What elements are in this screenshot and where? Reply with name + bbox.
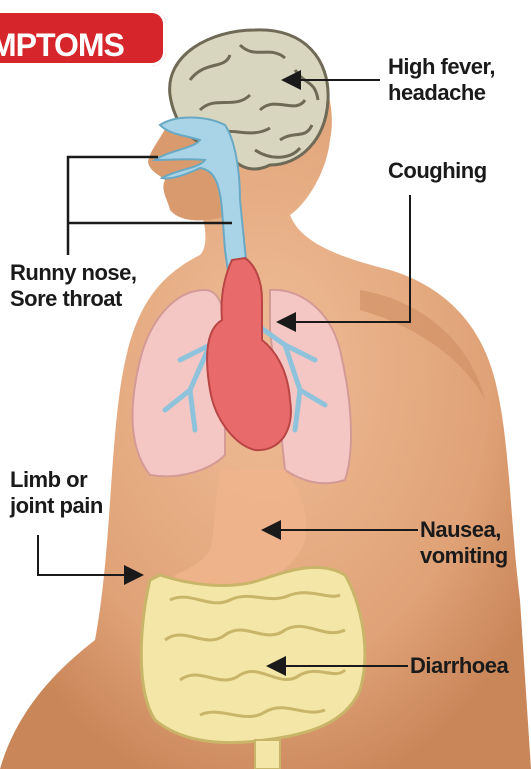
label-line: Coughing <box>388 158 487 184</box>
label-line: vomiting <box>420 543 508 569</box>
banner-title: MPTOMS <box>0 28 150 62</box>
label-line: High fever, <box>388 54 495 80</box>
label-coughing: Coughing <box>388 158 487 184</box>
rectum <box>255 740 280 769</box>
label-line: Limb or <box>10 467 103 493</box>
title-banner: MPTOMS <box>0 10 166 66</box>
label-line: headache <box>388 80 495 106</box>
throat-bracket <box>68 157 158 255</box>
label-runny-nose: Runny nose, Sore throat <box>10 260 137 312</box>
label-line: joint pain <box>10 493 103 519</box>
label-line: Nausea, <box>420 517 508 543</box>
label-high-fever: High fever, headache <box>388 54 495 106</box>
label-line: Runny nose, <box>10 260 137 286</box>
label-limb-pain: Limb or joint pain <box>10 467 103 519</box>
label-line: Sore throat <box>10 286 137 312</box>
label-nausea: Nausea, vomiting <box>420 517 508 569</box>
label-line: Diarrhoea <box>410 653 508 679</box>
label-diarrhoea: Diarrhoea <box>410 653 508 679</box>
